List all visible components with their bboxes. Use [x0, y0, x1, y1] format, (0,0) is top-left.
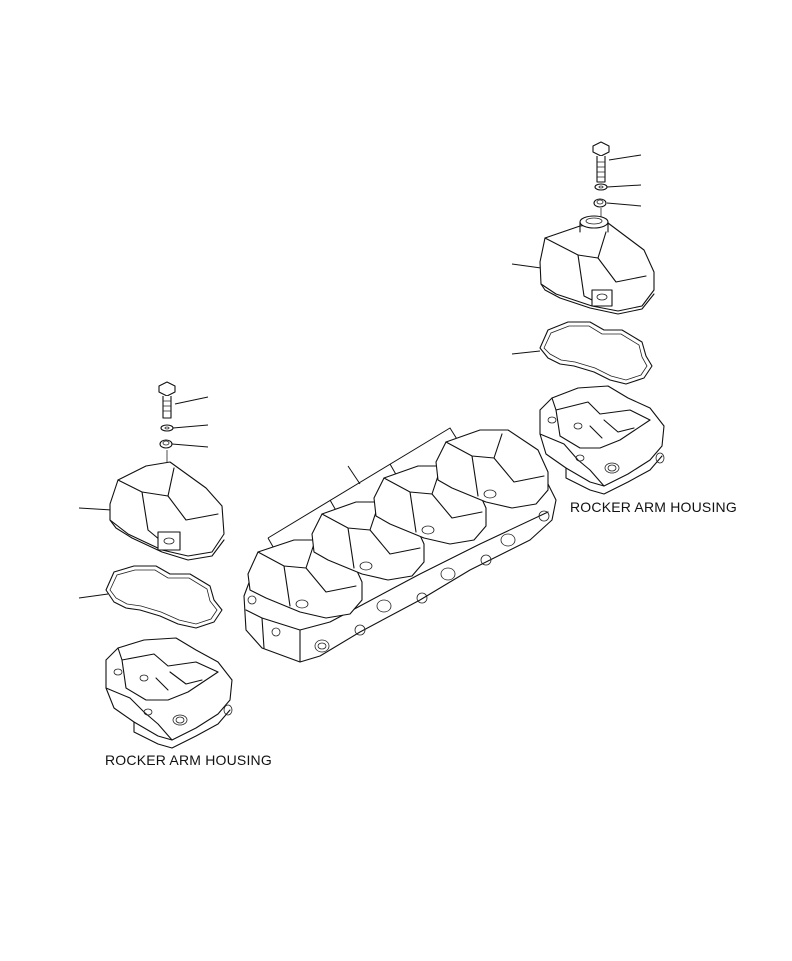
- leader-line: [78, 507, 113, 511]
- rocker-arm-housing-caption-right: ROCKER ARM HOUSING: [570, 499, 737, 515]
- rocker-arm-housing-icon: [105, 637, 233, 749]
- leader-line: [606, 202, 642, 207]
- cover-gasket-icon: [105, 565, 223, 629]
- leader-line: [608, 154, 642, 161]
- cylinder-head-assembly-icon: [243, 427, 557, 663]
- rocker-cover-icon: [539, 215, 655, 315]
- grommet-icon: [593, 198, 607, 208]
- leader-line: [511, 263, 542, 269]
- washer-icon: [160, 424, 174, 432]
- washer-icon: [594, 183, 608, 191]
- leader-line: [511, 350, 541, 355]
- cover-gasket-icon: [539, 321, 653, 385]
- left-part-group: [78, 381, 233, 749]
- rocker-arm-housing-caption-left: ROCKER ARM HOUSING: [105, 752, 272, 768]
- rocker-cover-icon: [109, 461, 225, 561]
- rocker-arm-housing-icon: [539, 385, 665, 495]
- grommet-icon: [159, 439, 173, 449]
- leader-line: [174, 396, 209, 405]
- bolt-icon: [158, 381, 176, 419]
- leader-line: [78, 593, 109, 599]
- leader-line: [606, 184, 642, 188]
- right-part-group: [511, 141, 665, 495]
- leader-line: [171, 443, 209, 448]
- leader-line: [172, 424, 209, 429]
- bolt-icon: [592, 141, 610, 183]
